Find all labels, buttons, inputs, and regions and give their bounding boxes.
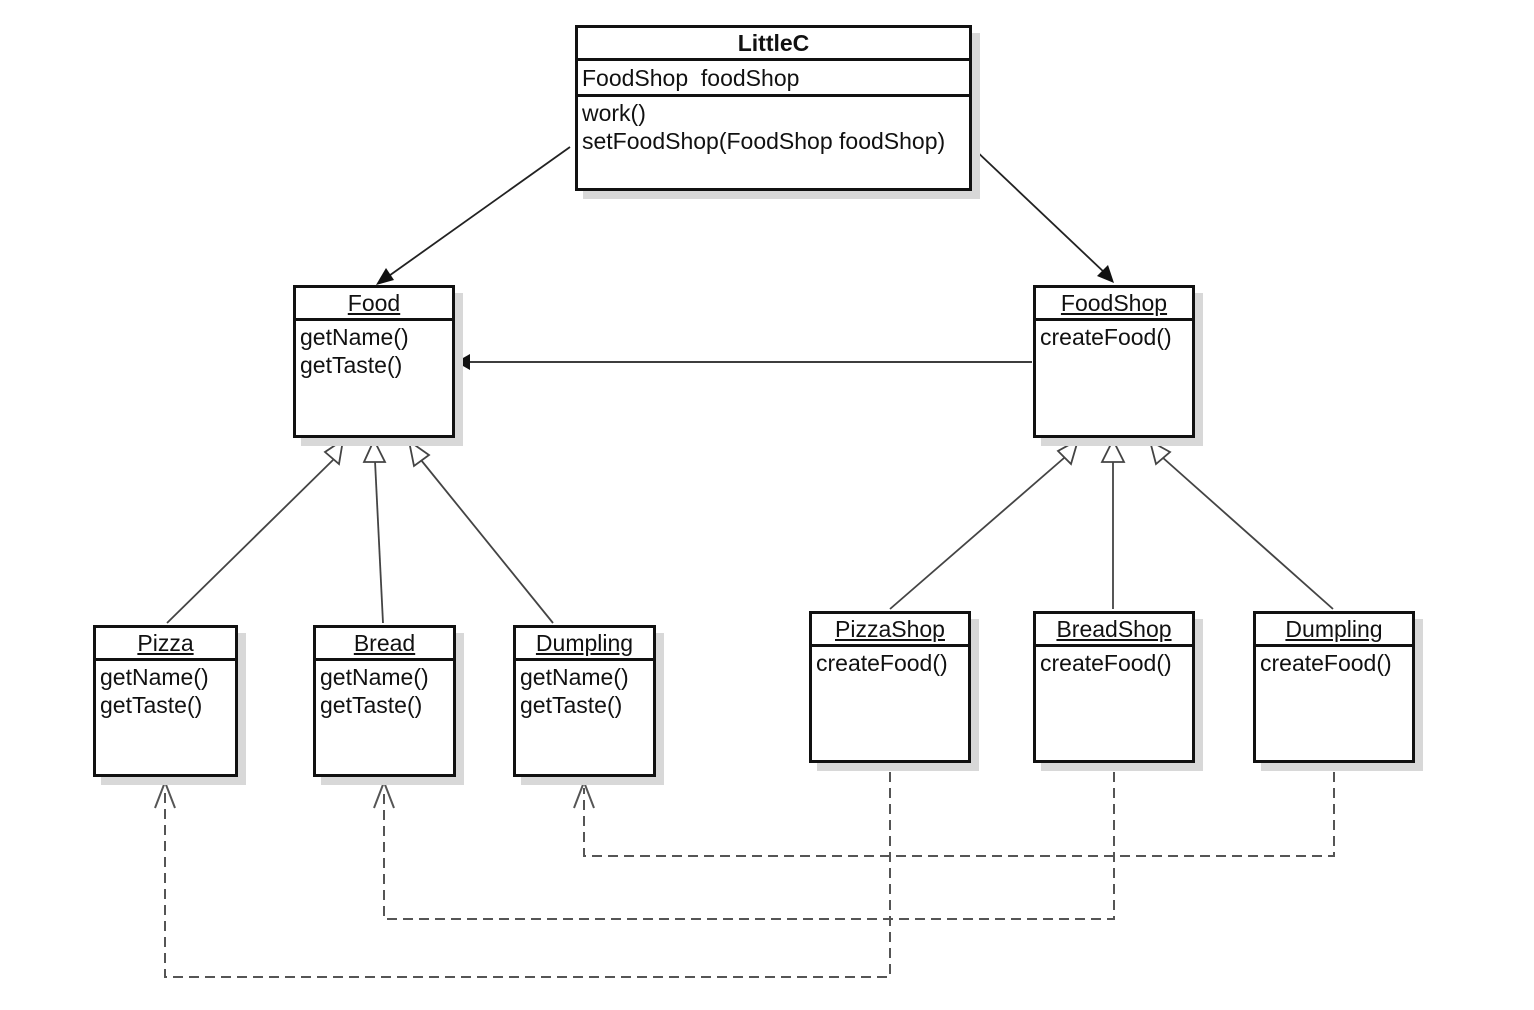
method: createFood() (1260, 650, 1392, 676)
class-name: Pizza (96, 628, 235, 661)
class-breadshop: BreadShop createFood() (1033, 611, 1195, 763)
attribute: FoodShop foodShop (582, 65, 800, 91)
class-name: Dumpling (516, 628, 653, 661)
class-name: Dumpling (1256, 614, 1412, 647)
class-name: FoodShop (1036, 288, 1192, 321)
methods-section: getName() getTaste() (516, 661, 653, 721)
association-littlec-foodshop (971, 146, 1114, 283)
class-dumplingshop: Dumpling createFood() (1253, 611, 1415, 763)
method: getTaste() (520, 692, 623, 718)
method: getName() (300, 324, 409, 350)
method: createFood() (1040, 650, 1172, 676)
dependency-dumplingshop-dumpling (573, 772, 1335, 857)
methods-section: createFood() (1256, 647, 1412, 679)
class-name: Food (296, 288, 452, 321)
generalization-pizzashop-foodshop (889, 438, 1080, 610)
methods-section: createFood() (1036, 647, 1192, 679)
method: getName() (320, 664, 429, 690)
class-bread: Bread getName() getTaste() (313, 625, 456, 777)
dependency-breadshop-bread (373, 772, 1115, 920)
method: getTaste() (320, 692, 423, 718)
class-dumpling: Dumpling getName() getTaste() (513, 625, 656, 777)
method: work() (582, 100, 646, 126)
class-name: LittleC (578, 28, 969, 61)
class-pizza: Pizza getName() getTaste() (93, 625, 238, 777)
generalization-bread-food (362, 437, 387, 624)
class-food: Food getName() getTaste() (293, 285, 455, 438)
methods-section: createFood() (812, 647, 968, 679)
class-name: PizzaShop (812, 614, 968, 647)
class-name: Bread (316, 628, 453, 661)
dependency-pizzashop-pizza (154, 772, 891, 978)
generalization-dumpling-food (407, 438, 554, 624)
methods-section: getName() getTaste() (316, 661, 453, 721)
class-littlec: LittleC FoodShop foodShop work() setFood… (575, 25, 972, 191)
methods-section: work() setFoodShop(FoodShop foodShop) (578, 97, 969, 157)
methods-section: getName() getTaste() (96, 661, 235, 721)
methods-section: getName() getTaste() (296, 321, 452, 381)
method: setFoodShop(FoodShop foodShop) (582, 128, 946, 154)
association-foodshop-food (456, 354, 1032, 370)
method: getName() (100, 664, 209, 690)
association-littlec-food (376, 146, 571, 285)
generalization-pizza-food (166, 438, 345, 624)
attributes-section: FoodShop foodShop (578, 61, 969, 97)
class-pizzashop: PizzaShop createFood() (809, 611, 971, 763)
method: createFood() (1040, 324, 1172, 350)
generalization-dumplingshop-foodshop (1148, 439, 1334, 610)
class-name: BreadShop (1036, 614, 1192, 647)
method: getTaste() (100, 692, 203, 718)
class-foodshop: FoodShop createFood() (1033, 285, 1195, 438)
method: getTaste() (300, 352, 403, 378)
method: createFood() (816, 650, 948, 676)
method: getName() (520, 664, 629, 690)
generalization-breadshop-foodshop (1100, 437, 1126, 609)
methods-section: createFood() (1036, 321, 1192, 353)
